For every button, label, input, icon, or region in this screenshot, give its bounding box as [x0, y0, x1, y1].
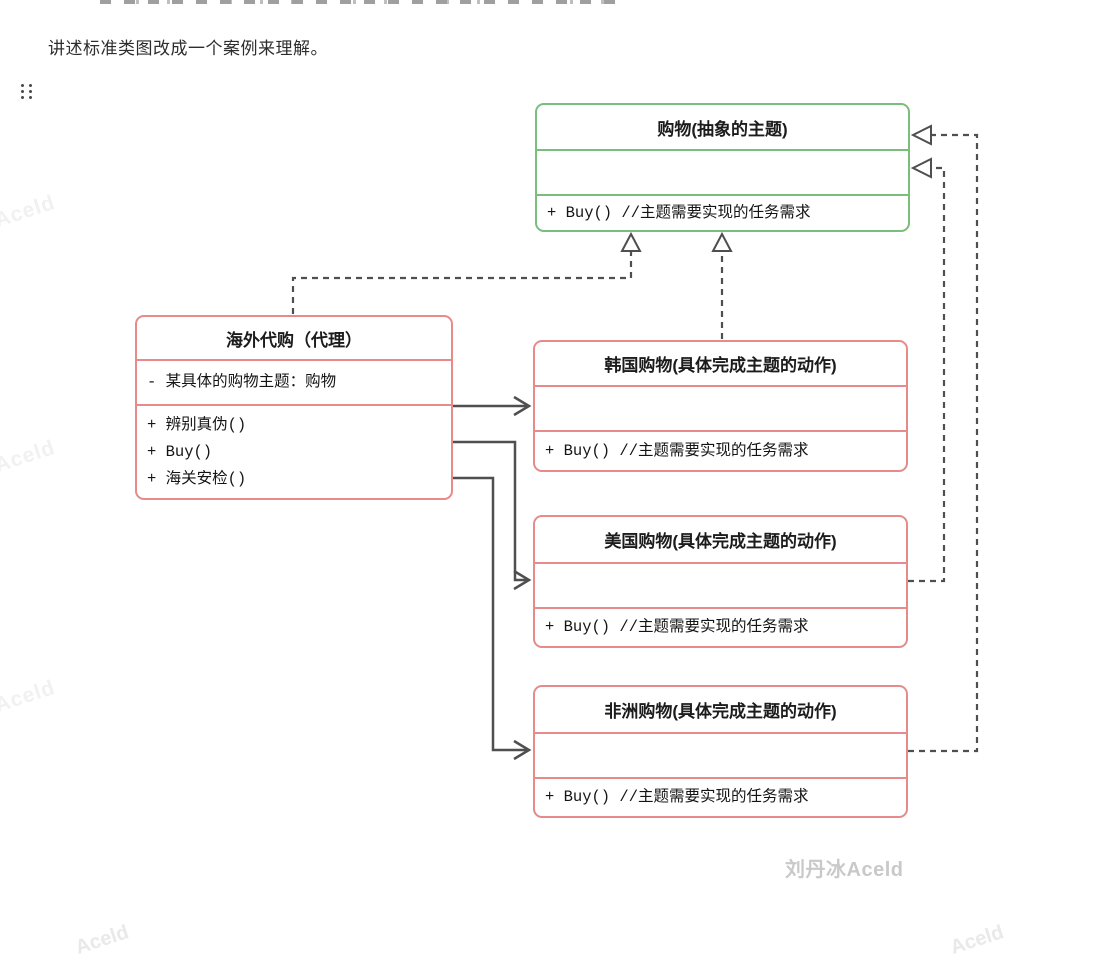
class-title: 美国购物(具体完成主题的动作) — [535, 517, 906, 564]
method-line: + 海关安检() — [147, 469, 247, 488]
association-line-africa — [453, 476, 527, 752]
methods-section: + Buy() //主题需要实现的任务需求 — [535, 779, 906, 816]
clipped-text-fragments — [100, 0, 625, 4]
realization-line-africa — [908, 133, 979, 753]
watermark-side: Aceld — [0, 435, 59, 478]
hollow-arrowhead-up — [711, 231, 733, 252]
uml-class-africa: 非洲购物(具体完成主题的动作) + Buy() //主题需要实现的任务需求 — [533, 685, 908, 818]
hollow-arrowhead-up — [620, 231, 642, 252]
hollow-arrowhead-left — [910, 124, 932, 146]
class-title: 非洲购物(具体完成主题的动作) — [535, 687, 906, 734]
realization-line-overseas — [291, 252, 633, 314]
attributes-section — [537, 151, 908, 196]
attributes-section — [535, 734, 906, 779]
methods-section: + Buy() //主题需要实现的任务需求 — [535, 432, 906, 470]
method-line: + Buy() //主题需要实现的任务需求 — [545, 788, 809, 806]
paragraph-text: 讲述标准类图改成一个案例来理解。 — [48, 39, 328, 58]
note-page: { "page": { "heading": "讲述标准类图改成一个案例来理解。… — [0, 0, 1007, 959]
watermark-author: 刘丹冰Aceld — [785, 859, 904, 881]
method-line: + Buy() — [147, 442, 213, 461]
uml-class-shopping: 购物(抽象的主题) + Buy() //主题需要实现的任务需求 — [535, 103, 910, 232]
watermark-edge-clipped: Aceld — [72, 921, 132, 959]
hollow-arrowhead-left — [910, 157, 932, 179]
attribute-line: - 某具体的购物主题：购物 — [147, 373, 337, 391]
method-line: + Buy() //主题需要实现的任务需求 — [547, 203, 811, 222]
attributes-section — [535, 564, 906, 609]
method-line: + Buy() //主题需要实现的任务需求 — [545, 618, 809, 636]
open-arrowhead-right — [513, 569, 532, 591]
uml-class-korea: 韩国购物(具体完成主题的动作) + Buy() //主题需要实现的任务需求 — [533, 340, 908, 472]
methods-section: + Buy() //主题需要实现的任务需求 — [535, 609, 906, 646]
watermark-edge-clipped: Aceld — [947, 921, 1007, 959]
method-line: + 辨别真伪() — [147, 415, 247, 434]
uml-class-overseas: 海外代购（代理） - 某具体的购物主题：购物 + 辨别真伪() + Buy() … — [135, 315, 453, 500]
watermark-side: Aceld — [0, 675, 59, 718]
realization-line-usa — [908, 166, 946, 583]
methods-section: + 辨别真伪() + Buy() + 海关安检() — [137, 406, 451, 498]
method-line: + Buy() //主题需要实现的任务需求 — [545, 441, 809, 460]
methods-section: + Buy() //主题需要实现的任务需求 — [537, 196, 908, 230]
attributes-section — [535, 387, 906, 432]
class-title: 海外代购（代理） — [137, 317, 451, 361]
attributes-section: - 某具体的购物主题：购物 — [137, 361, 451, 406]
drag-handle-icon[interactable] — [21, 84, 33, 101]
uml-class-usa: 美国购物(具体完成主题的动作) + Buy() //主题需要实现的任务需求 — [533, 515, 908, 648]
association-line-usa — [453, 440, 527, 582]
class-title: 韩国购物(具体完成主题的动作) — [535, 342, 906, 387]
watermark-side: Aceld — [0, 190, 59, 233]
class-title: 购物(抽象的主题) — [537, 105, 908, 151]
open-arrowhead-right — [513, 739, 532, 761]
open-arrowhead-right — [513, 395, 532, 417]
